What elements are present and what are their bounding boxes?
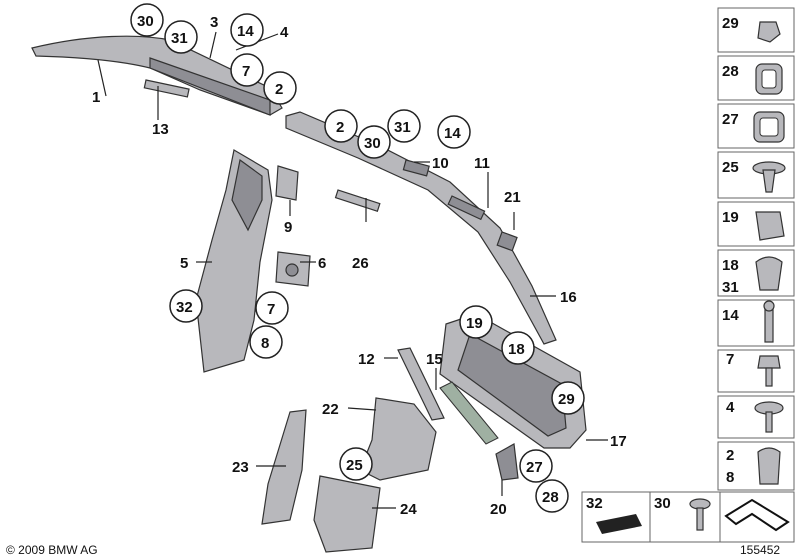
label-11: 11 [474,155,490,172]
label-8: 8 [261,335,269,352]
label-10: 10 [432,155,449,172]
side-label-2: 2 [726,447,734,464]
label-16: 16 [560,289,577,306]
label-13: 13 [152,121,169,138]
label-14-b: 14 [444,125,461,142]
label-3: 3 [210,14,218,31]
bracket-20 [495,443,519,481]
b-pillar-trim-face [231,158,263,232]
trim-22 [359,397,437,481]
leader-lines [97,31,608,509]
callout-circles [130,3,585,513]
label-30-a: 30 [137,13,154,30]
a-pillar-trim-edge [149,57,271,116]
bottom-label-32: 32 [586,495,603,512]
label-21: 21 [504,189,521,206]
label-30-b: 30 [364,135,381,152]
label-23: 23 [232,459,249,476]
fastener-panel [717,7,795,491]
part-10 [402,159,430,177]
label-24: 24 [400,501,417,518]
vent-9 [275,165,299,201]
window-trim-inner [457,333,567,437]
diagram-id: 155452 [740,543,780,557]
pad-32 [596,514,642,534]
roof-edge-trim [285,111,557,345]
side-label-29: 29 [722,15,739,32]
bottom-label-30: 30 [654,495,671,512]
label-7-b: 7 [267,301,275,318]
label-6: 6 [318,255,326,272]
label-17: 17 [610,433,627,450]
sheet-icon [724,498,790,532]
label-27: 27 [526,459,543,476]
side-label-19: 19 [722,209,739,226]
label-26: 26 [352,255,369,272]
label-7-a: 7 [242,63,250,80]
label-5: 5 [180,255,188,272]
clip-26 [334,189,381,212]
label-15: 15 [426,351,443,368]
side-label-14: 14 [722,307,739,324]
label-19: 19 [466,315,483,332]
label-18: 18 [508,341,525,358]
label-20: 20 [490,501,507,518]
side-label-7: 7 [726,351,734,368]
clip-13 [143,79,190,98]
side-label-27: 27 [722,111,739,128]
trim-23 [261,409,307,525]
label-2-b: 2 [336,119,344,136]
label-2-a: 2 [275,81,283,98]
side-label-8: 8 [726,469,734,486]
trim-24 [313,475,381,553]
label-4: 4 [280,24,289,41]
side-label-18: 18 [722,257,739,274]
glass-15 [439,381,499,445]
speaker-6-grille [285,263,299,277]
side-label-4: 4 [726,399,735,416]
label-25: 25 [346,457,363,474]
label-12: 12 [358,351,375,368]
side-label-31: 31 [722,279,739,296]
part-12 [397,347,445,421]
label-9: 9 [284,219,292,236]
copyright-text: © 2009 BMW AG [6,543,98,557]
part-21 [496,231,518,252]
bottom-panel [581,491,795,543]
side-label-25: 25 [722,159,739,176]
part-11 [447,195,486,221]
label-31-a: 31 [171,30,188,47]
label-1: 1 [92,89,100,106]
label-29: 29 [558,391,575,408]
label-28: 28 [542,489,559,506]
label-31-b: 31 [394,119,411,136]
label-32: 32 [176,299,193,316]
side-label-28: 28 [722,63,739,80]
label-22: 22 [322,401,339,418]
label-14-a: 14 [237,23,254,40]
